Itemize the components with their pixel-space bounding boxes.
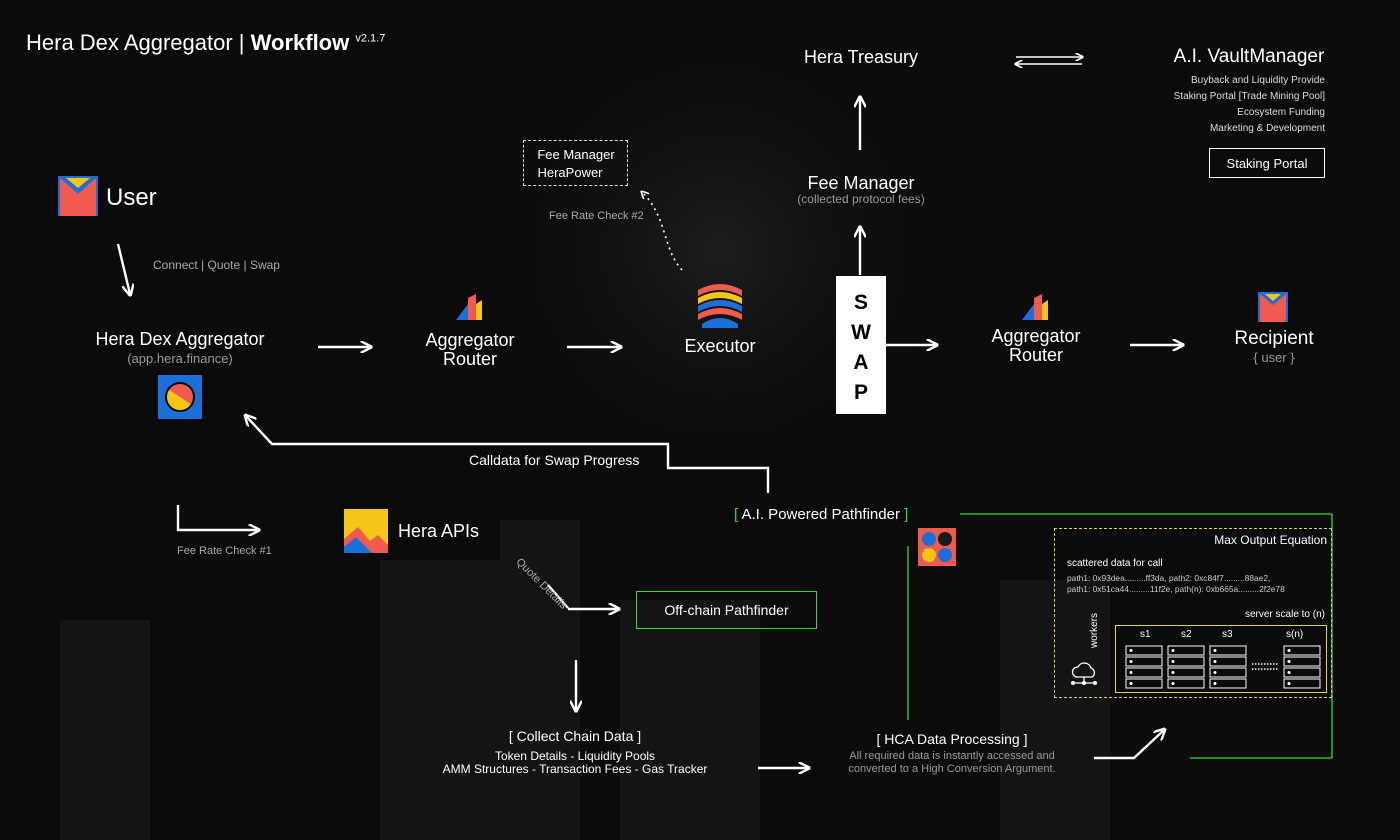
path-row-1: path1: 0x93dea.........ff3da, path2: 0xc… [1067,573,1271,583]
vault-item-2: Staking Portal [Trade Mining Pool] [1173,91,1325,102]
executor-label: Executor [684,336,756,356]
swap-letter-s: S [853,291,868,314]
user-label: User [106,184,157,211]
workers-cloud-icon [1071,662,1097,685]
fee-box-line1: Fee Manager [537,147,615,162]
server-scale-box: s1 s2 s3 s(n) [1115,625,1327,693]
fee-rate-check-2-label: Fee Rate Check #2 [549,210,644,222]
router-right-line1: Aggregator [991,326,1081,346]
aggregator-label: Hera Dex Aggregator [95,329,265,349]
offchain-pathfinder-box: Off-chain Pathfinder [636,591,817,629]
title-prefix: Hera Dex Aggregator [26,30,233,55]
server-s2-label: s2 [1181,629,1192,640]
user-logo-icon [58,176,98,216]
swap-letter-a: A [853,351,869,374]
hca-title: [ HCA Data Processing ] [876,731,1028,747]
max-output-box: Max Output Equation scattered data for c… [1054,528,1332,698]
fee-rate-check-1-label: Fee Rate Check #1 [177,545,272,557]
hera-apis-logo-icon [344,509,388,553]
swap-letter-w: W [851,321,871,344]
treasury-label: Hera Treasury [803,47,919,67]
connect-quote-swap-label: Connect | Quote | Swap [153,258,280,272]
path-row-2: path1: 0x51ca44.........11f2e, path(n): … [1067,584,1285,594]
vault-item-4: Marketing & Development [1209,123,1325,134]
hera-apis-label: Hera APIs [398,521,480,541]
ai-pathfinder-text: [ A.I. Powered Pathfinder ] [734,506,909,523]
server-sn-label: s(n) [1286,629,1304,640]
router-left-line1: Aggregator [425,330,515,350]
swap-block: S W A P [836,276,886,414]
router-left-label: Aggregator Router [425,331,514,369]
fee-manager-herapower-box: Fee Manager HeraPower [523,140,628,186]
title-separator: | [238,30,245,55]
aggregator-logo-icon [158,375,202,419]
fee-manager-sub: (collected protocol fees) [797,192,925,206]
vault-label: A.I. VaultManager [1173,46,1325,67]
vault-items: Buyback and Liquidity Provide Staking Po… [1174,73,1325,137]
router-right-logo-icon [1022,294,1048,320]
server-s1-label: s1 [1140,629,1151,640]
scattered-label: scattered data for call [1067,558,1163,569]
fee-box-line2: HeraPower [537,165,603,180]
recipient-sub: { user } [1253,350,1295,365]
calldata-label: Calldata for Swap Progress [469,452,640,468]
server-scale-label: server scale to (n) [1244,609,1325,620]
router-right-label: Aggregator Router [991,327,1080,365]
title-bold: Workflow [250,30,350,55]
recipient-logo-icon [1258,292,1288,322]
pathfinder-logo-icon [918,528,956,566]
collect-chain-data-title: [ Collect Chain Data ] [508,728,642,744]
fee-manager-label: Fee Manager [807,173,915,193]
aggregator-url: (app.hera.finance) [127,351,233,366]
staking-portal-button[interactable]: Staking Portal [1209,148,1325,178]
swap-letter-p: P [853,381,868,404]
title-version: v2.1.7 [355,32,386,45]
router-left-line2: Router [442,349,498,369]
router-right-line2: Router [1008,345,1064,365]
max-output-title: Max Output Equation [1214,533,1327,547]
hca-line1: All required data is instantly accessed … [849,750,1055,762]
workers-label: workers [1089,613,1100,649]
collect-line1: Token Details - Liquidity Pools [494,749,656,763]
router-left-logo-icon [456,294,482,320]
vault-item-3: Ecosystem Funding [1237,107,1325,118]
server-s3-label: s3 [1222,629,1233,640]
collect-line2: AMM Structures - Transaction Fees - Gas … [442,762,708,776]
ai-pathfinder-label: [ A.I. Powered Pathfinder ] [734,506,908,523]
server-racks-icon [1125,645,1321,689]
executor-logo-icon [698,284,742,328]
recipient-label: Recipient [1234,328,1314,349]
page-title: Hera Dex Aggregator | Workflow v2.1.7 [26,30,385,56]
hca-line2: converted to a High Conversion Argument. [848,763,1056,775]
vault-item-1: Buyback and Liquidity Provide [1191,75,1325,86]
